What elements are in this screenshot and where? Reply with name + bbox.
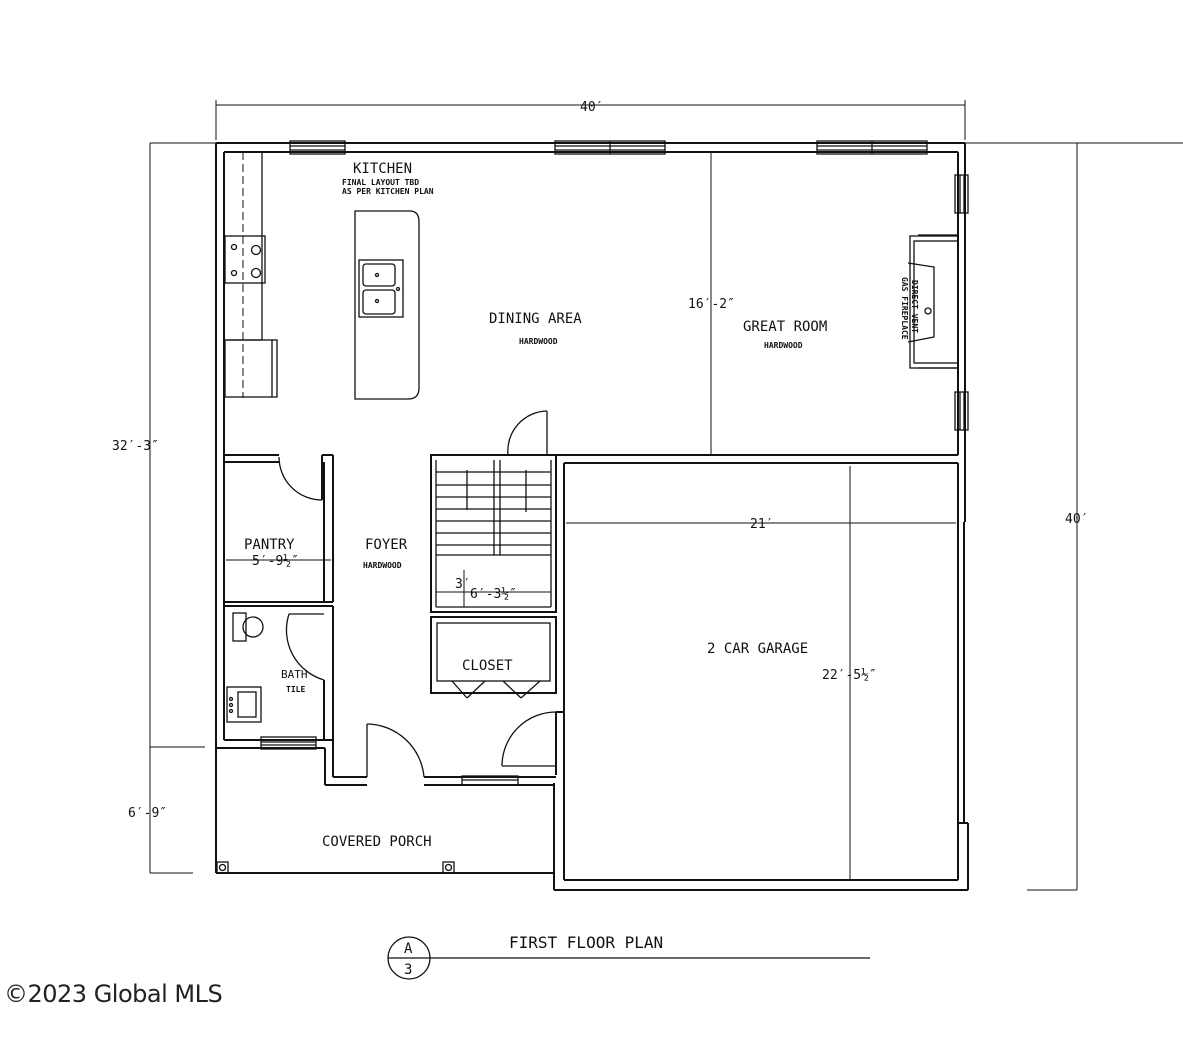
dim-left-lower: 6′-9″ — [128, 806, 167, 821]
dim-great-room-depth: 16′-2″ — [688, 297, 735, 312]
drawing-title: FIRST FLOOR PLAN — [509, 933, 663, 952]
section-marker — [387, 936, 870, 980]
room-label-porch: COVERED PORCH — [322, 834, 432, 850]
kitchen-note-1: FINAL LAYOUT TBD — [342, 178, 419, 187]
bath-floor: TILE — [286, 685, 305, 694]
copyright-watermark: ©2023 Global MLS — [4, 980, 223, 1008]
foyer-floor: HARDWOOD — [363, 561, 402, 570]
great-room-floor: HARDWOOD — [764, 341, 803, 350]
room-label-closet: CLOSET — [462, 658, 513, 674]
room-label-dining: DINING AREA — [489, 311, 582, 327]
dim-garage-width: 21′ — [750, 517, 773, 532]
kitchen-note-2: AS PER KITCHEN PLAN — [342, 187, 434, 196]
section-marker-bottom: 3 — [404, 962, 412, 978]
dim-pantry-width: 5′-9½″ — [252, 554, 299, 569]
kitchen-fixtures — [224, 152, 420, 400]
dim-stair-width: 6′-3½″ — [470, 587, 517, 602]
room-label-bath: BATH — [281, 668, 308, 681]
dim-stair-small: 3′ — [455, 577, 471, 592]
fireplace-label-1: DIRECT VENT — [910, 280, 919, 333]
room-label-great-room: GREAT ROOM — [743, 319, 827, 335]
interior-walls — [224, 454, 425, 778]
great-room-fixtures — [710, 152, 959, 455]
section-marker-top: A — [404, 941, 413, 957]
fireplace-label-2: GAS FIREPLACE — [900, 277, 909, 340]
labels: 40′ 40′ 32′-3″ 6′-9″ 16′-2″ 21′ 22′-5½″ … — [112, 100, 1088, 978]
dimension-lines — [149, 100, 1183, 891]
room-label-garage: 2 CAR GARAGE — [707, 641, 808, 657]
stairs-closet — [430, 410, 557, 767]
exterior-walls — [215, 142, 969, 891]
room-label-kitchen: KITCHEN — [353, 161, 412, 177]
dim-left-upper: 32′-3″ — [112, 439, 159, 454]
room-label-pantry: PANTRY — [244, 537, 295, 553]
dim-garage-depth: 22′-5½″ — [822, 668, 877, 683]
dim-overall-width: 40′ — [580, 100, 603, 115]
room-label-foyer: FOYER — [365, 537, 408, 553]
dim-overall-depth: 40′ — [1065, 512, 1088, 527]
dining-floor: HARDWOOD — [519, 337, 558, 346]
windows — [260, 140, 969, 786]
interior-dimensions — [226, 466, 956, 880]
